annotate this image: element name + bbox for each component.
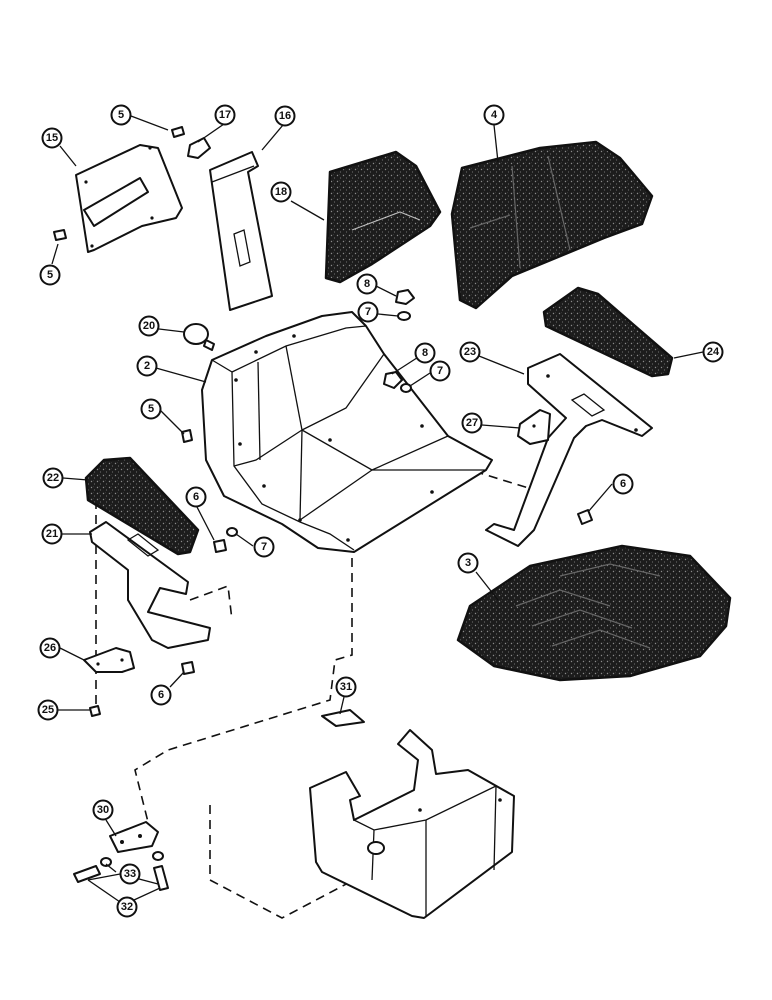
- svg-text:27: 27: [466, 417, 478, 429]
- callout-23: 23: [459, 341, 481, 363]
- part-27-angle-bracket: [517, 409, 551, 445]
- svg-text:7: 7: [365, 306, 371, 318]
- part-18-backrest-pad: [324, 150, 442, 284]
- svg-text:17: 17: [219, 109, 231, 121]
- callout-27: 27: [461, 412, 483, 434]
- callout-31: 31: [335, 676, 357, 698]
- callout-25: 25: [37, 699, 59, 721]
- svg-text:21: 21: [46, 528, 58, 540]
- svg-text:2: 2: [144, 360, 150, 372]
- part-30-bracket: [109, 821, 159, 853]
- part-2-seat-pan: [201, 311, 493, 553]
- svg-text:5: 5: [148, 403, 154, 415]
- part-33-washer: [100, 851, 164, 867]
- svg-text:25: 25: [42, 704, 54, 716]
- callout-7-left: 7: [253, 536, 275, 558]
- svg-text:24: 24: [707, 346, 720, 358]
- svg-text:16: 16: [279, 110, 291, 122]
- callout-32-leader-left: [87, 879, 121, 903]
- svg-text:6: 6: [193, 491, 199, 503]
- part-32-bolt-right: [153, 865, 169, 891]
- callout-leaders: [51, 115, 704, 885]
- svg-text:5: 5: [47, 269, 53, 281]
- part-7-washer-mid: [400, 383, 412, 393]
- part-5-screw-top: [171, 126, 185, 138]
- callout-6-lower: 6: [150, 684, 172, 706]
- part-31-small-plate: [321, 709, 365, 727]
- callout-17: 17: [214, 104, 236, 126]
- svg-text:20: 20: [143, 320, 155, 332]
- part-22-left-armrest-pad: [84, 456, 200, 556]
- svg-text:8: 8: [364, 278, 370, 290]
- callout-22: 22: [42, 467, 64, 489]
- svg-text:8: 8: [422, 347, 428, 359]
- part-16-slotted-strap: [209, 151, 273, 311]
- svg-text:6: 6: [620, 478, 626, 490]
- part-15-side-bracket: [75, 144, 183, 253]
- part-8-nut-top: [395, 289, 415, 305]
- part-7-washer-top: [397, 311, 411, 321]
- callout-33: 33: [119, 863, 141, 885]
- part-20-knob: [183, 323, 215, 351]
- callout-6-left: 6: [185, 486, 207, 508]
- svg-text:7: 7: [437, 365, 443, 377]
- callout-7-top: 7: [357, 301, 379, 323]
- part-6-bolt-right: [577, 509, 593, 525]
- part-23-right-armrest-bracket: [485, 353, 653, 547]
- callout-3: 3: [457, 552, 479, 574]
- callout-26: 26: [39, 637, 61, 659]
- callout-30: 30: [92, 799, 114, 821]
- part-6-bolt-left: [213, 539, 227, 553]
- callout-24: 24: [702, 341, 724, 363]
- callout-15: 15: [41, 127, 63, 149]
- callout-6-right: 6: [612, 473, 634, 495]
- part-24-right-armrest-pad: [542, 286, 674, 378]
- callout-5-center: 5: [140, 398, 162, 420]
- callout-5-top: 5: [110, 104, 132, 126]
- svg-text:6: 6: [158, 689, 164, 701]
- callout-32: 32: [116, 896, 138, 918]
- callout-21: 21: [41, 523, 63, 545]
- svg-text:22: 22: [47, 472, 59, 484]
- callout-5-left: 5: [39, 264, 61, 286]
- svg-text:31: 31: [340, 681, 352, 693]
- callout-32-leader-right: [133, 887, 161, 901]
- part-26-small-bracket: [83, 647, 135, 673]
- part-5-screw-center: [181, 429, 193, 443]
- callout-20: 20: [138, 315, 160, 337]
- callout-8-mid: 8: [414, 342, 436, 364]
- svg-text:30: 30: [97, 804, 109, 816]
- part-7-washer-left: [226, 527, 238, 537]
- callout-18: 18: [270, 181, 292, 203]
- svg-text:4: 4: [491, 109, 498, 121]
- svg-text:33: 33: [124, 868, 136, 880]
- part-6-bolt-lower: [181, 661, 195, 675]
- callout-8-top: 8: [356, 273, 378, 295]
- callout-16: 16: [274, 105, 296, 127]
- svg-text:23: 23: [464, 346, 476, 358]
- svg-text:3: 3: [465, 557, 471, 569]
- svg-text:15: 15: [46, 132, 58, 144]
- part-32-bolt-left: [73, 865, 101, 883]
- svg-text:32: 32: [121, 901, 133, 913]
- part-4-seat-back-cushion: [450, 140, 654, 310]
- part-25-screw: [89, 705, 101, 717]
- callout-2: 2: [136, 355, 158, 377]
- part-21-left-armrest-bracket: [89, 521, 211, 649]
- seat-base-box: [309, 729, 515, 919]
- svg-text:7: 7: [261, 541, 267, 553]
- callout-7-mid: 7: [429, 360, 451, 382]
- part-3-seat-cushion: [456, 544, 732, 682]
- svg-text:18: 18: [275, 186, 287, 198]
- svg-text:26: 26: [44, 642, 56, 654]
- svg-text:5: 5: [118, 109, 124, 121]
- callout-4: 4: [483, 104, 505, 126]
- part-5-screw-left: [53, 229, 67, 241]
